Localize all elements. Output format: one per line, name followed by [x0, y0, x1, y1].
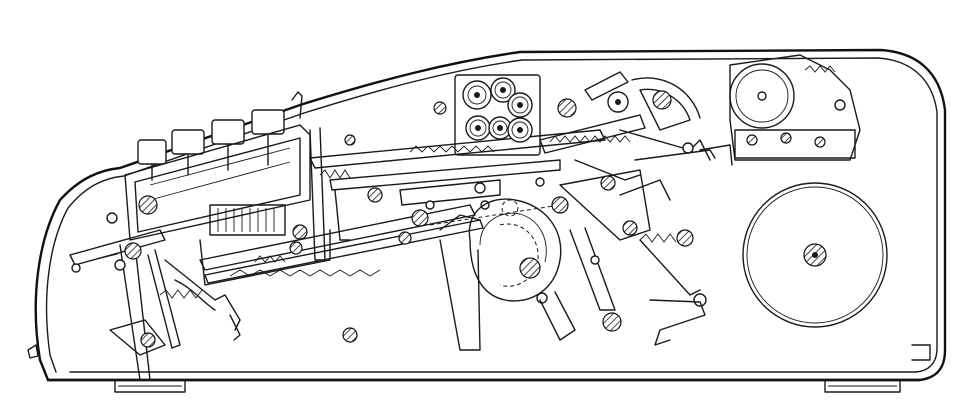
pivot-pins [289, 101, 600, 343]
frame-plates [199, 127, 351, 286]
gear-cluster [454, 71, 646, 156]
paper-roll [742, 182, 888, 328]
sector-gear [619, 77, 711, 161]
outer-housing [27, 48, 947, 382]
cam-assembly [439, 198, 576, 351]
left-levers [69, 212, 241, 381]
rubber-feet [114, 379, 901, 393]
right-linkages [551, 149, 716, 346]
keyboard-keys [137, 91, 303, 181]
print-roller [699, 54, 861, 166]
key-frame [124, 124, 311, 241]
